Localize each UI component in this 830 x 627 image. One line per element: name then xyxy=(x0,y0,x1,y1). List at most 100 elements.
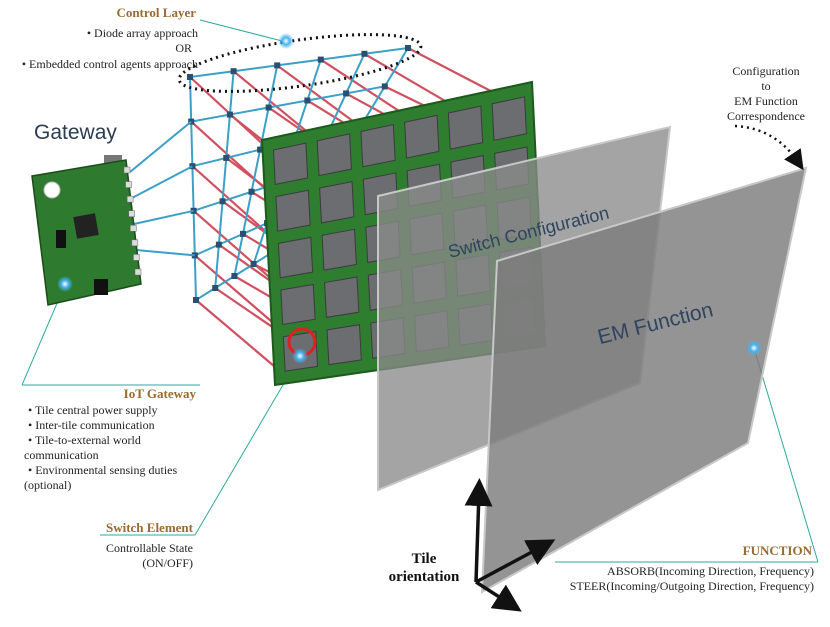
iot-gateway-item: communication xyxy=(24,448,99,462)
gateway-pin xyxy=(128,210,135,217)
gateway-chip xyxy=(73,213,99,239)
lattice-node xyxy=(215,241,222,248)
gateway-pin xyxy=(133,254,140,261)
lattice-edge xyxy=(345,53,366,94)
lattice-node xyxy=(250,261,257,267)
iot-gateway-item: (optional) xyxy=(24,478,72,492)
lattice-node xyxy=(223,154,230,161)
lattice-node xyxy=(405,45,411,51)
switch-element-leader xyxy=(194,355,301,536)
lattice-edge xyxy=(218,232,244,246)
switch-element xyxy=(491,96,527,141)
control-layer-marker xyxy=(278,33,294,49)
lattice-edge xyxy=(277,58,321,67)
function-heading: FUNCTION xyxy=(742,543,812,558)
switch-element xyxy=(316,133,352,177)
lattice-node xyxy=(343,90,350,97)
correspondence-line: Correspondence xyxy=(727,109,805,123)
switch-element xyxy=(277,236,314,279)
iot-gateway-heading: IoT Gateway xyxy=(123,386,196,401)
lattice-edge xyxy=(226,148,261,159)
switch-element xyxy=(272,142,309,185)
lattice-edge xyxy=(190,121,194,167)
lattice-edge xyxy=(195,287,216,301)
gateway-pins xyxy=(123,166,142,276)
switch-element xyxy=(321,228,357,271)
iot-gateway-list: • Tile central power supply • Inter-tile… xyxy=(24,403,177,493)
gateway-title: Gateway xyxy=(34,121,117,144)
lattice-node xyxy=(231,273,238,279)
gateway-cable xyxy=(133,209,194,225)
axis-out xyxy=(475,580,522,612)
gateway-chip xyxy=(94,279,108,295)
gateway-cable xyxy=(131,165,193,199)
gateway-pin xyxy=(134,268,142,276)
lattice-node xyxy=(248,188,255,195)
lattice-edge xyxy=(233,64,278,73)
axis-right xyxy=(475,539,556,584)
orientation-axes xyxy=(464,478,556,612)
lattice-edge xyxy=(191,166,195,211)
gateway-mount-hole xyxy=(43,181,61,199)
lattice-edge xyxy=(250,149,262,192)
lattice-edge xyxy=(191,113,231,123)
lattice-edge xyxy=(320,52,365,61)
switch-element-line: Controllable State xyxy=(106,541,193,555)
lattice-edge xyxy=(307,92,347,102)
iot-gateway-item: • Tile-to-external world xyxy=(28,433,141,447)
switch-element-line: (ON/OFF) xyxy=(142,556,193,570)
function-line: STEER(Incoming/Outgoing Direction, Frequ… xyxy=(569,579,814,593)
gateway-cable xyxy=(135,249,195,257)
lattice-node xyxy=(230,68,237,75)
lattice-node xyxy=(187,74,193,80)
switch-element xyxy=(360,124,396,168)
switch-element xyxy=(319,180,355,224)
lattice-edge xyxy=(241,191,253,235)
gateway-marker xyxy=(57,276,73,292)
tile-orientation-label: Tile orientation xyxy=(383,550,465,586)
lattice-edge xyxy=(192,210,196,256)
correspondence-line: Configuration xyxy=(732,64,800,78)
lattice-node xyxy=(257,146,264,153)
lattice-node xyxy=(239,230,246,237)
lattice-node xyxy=(304,97,311,104)
tile-orientation-line: orientation xyxy=(388,569,460,585)
lattice-edge xyxy=(267,65,279,108)
lattice-node xyxy=(193,297,199,303)
gateway-connector xyxy=(104,155,122,165)
lattice-edge xyxy=(268,99,308,109)
gateway-board xyxy=(31,155,142,306)
control-layer-line: OR xyxy=(175,41,192,55)
lattice-edge xyxy=(383,47,409,87)
switch-element xyxy=(275,189,311,232)
lattice-edge xyxy=(364,47,409,55)
switch-element xyxy=(280,283,316,326)
lattice-node xyxy=(274,62,281,69)
lattice-edge xyxy=(214,275,235,289)
lattice-edge xyxy=(192,156,227,168)
lattice-edge xyxy=(221,157,228,202)
callout-markers xyxy=(57,33,762,364)
lattice-edge xyxy=(217,201,224,245)
switch-element-marker xyxy=(292,348,308,364)
correspondence-label: Configuration to EM Function Corresponde… xyxy=(706,64,826,124)
function-leader xyxy=(753,347,819,563)
lattice-node xyxy=(265,104,272,111)
gateway-pin xyxy=(126,195,134,203)
gateway-chip xyxy=(56,230,66,248)
gateway-cable xyxy=(129,120,192,173)
lattice-edge xyxy=(189,76,193,122)
lattice-edge xyxy=(233,233,244,277)
lattice-edge xyxy=(306,59,322,101)
lattice-edge xyxy=(194,243,220,257)
iot-gateway-item: • Inter-tile communication xyxy=(28,418,155,432)
lattice-edge xyxy=(225,114,231,159)
switch-element xyxy=(324,276,360,318)
gateway-pin xyxy=(131,239,139,247)
switch-element xyxy=(326,324,362,366)
control-layer-ellipse xyxy=(177,33,423,93)
iot-gateway-item: • Tile central power supply xyxy=(28,403,158,417)
function-marker xyxy=(746,340,762,356)
lattice-edge xyxy=(229,106,269,116)
